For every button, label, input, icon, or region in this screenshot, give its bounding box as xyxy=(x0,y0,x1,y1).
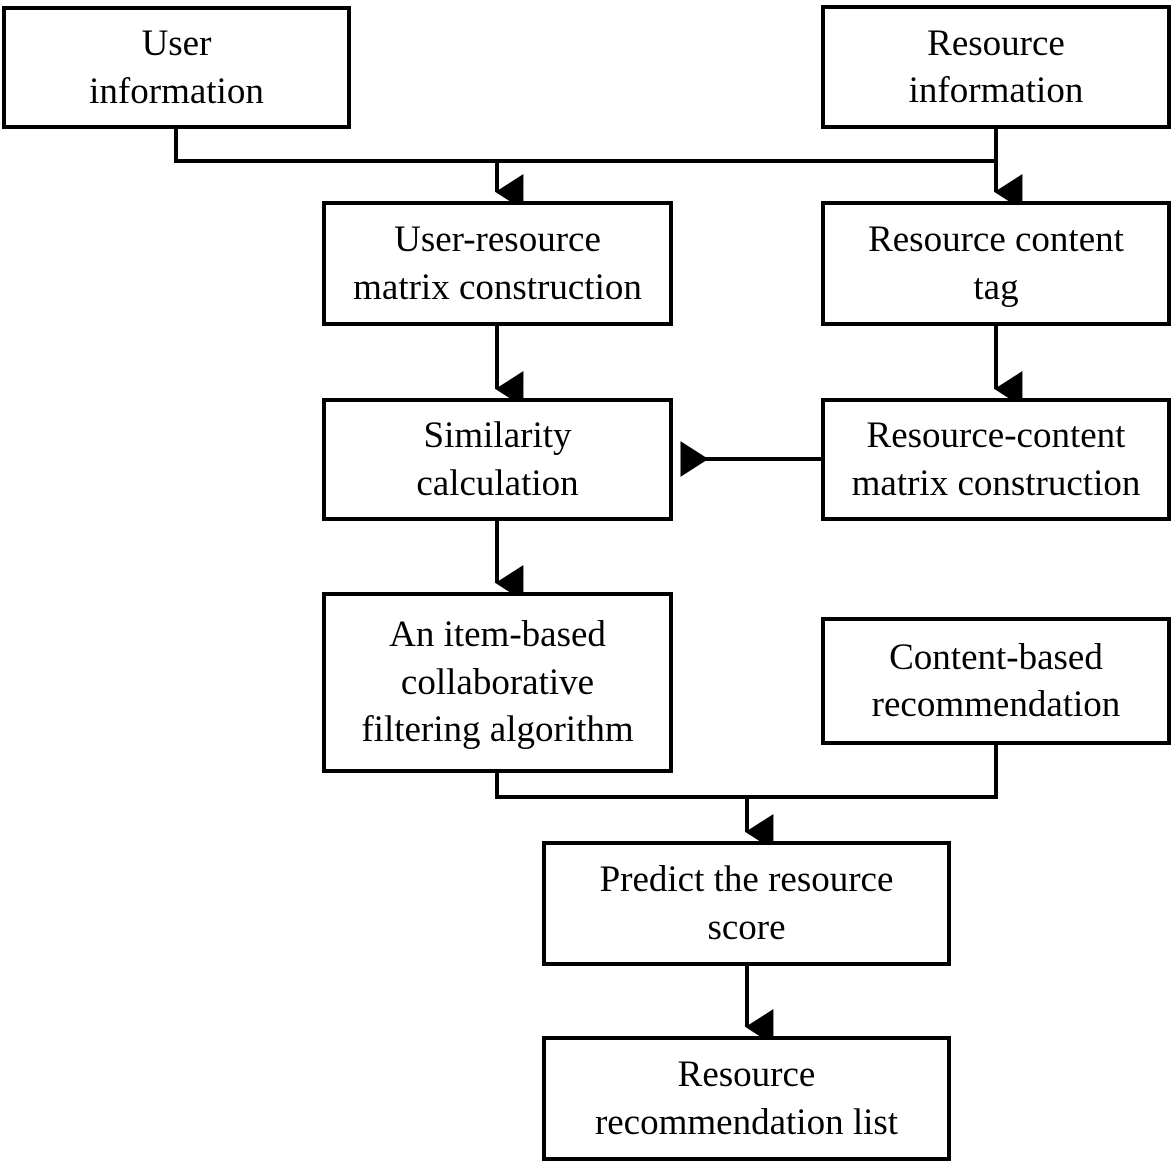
node-item-based-collaborative-filtering-algorithm-label: An item-based collaborative filtering al… xyxy=(361,614,634,751)
node-similarity-calculation-label: Similarity calculation xyxy=(416,415,579,504)
node-user-resource-matrix-construction[interactable]: User-resource matrix construction xyxy=(322,201,673,326)
node-predict-the-resource-score[interactable]: Predict the resource score xyxy=(542,841,951,966)
connector-user-information-elbow xyxy=(174,129,996,163)
node-item-based-collaborative-filtering-algorithm[interactable]: An item-based collaborative filtering al… xyxy=(322,592,673,773)
node-resource-recommendation-list-label: Resource recommendation list xyxy=(594,1054,899,1143)
node-user-information[interactable]: User information xyxy=(2,6,351,129)
node-resource-content-matrix-construction[interactable]: Resource-content matrix construction xyxy=(821,398,1171,521)
node-resource-information-label: Resource information xyxy=(908,22,1084,111)
node-predict-the-resource-score-label: Predict the resource score xyxy=(599,859,894,948)
node-similarity-calculation[interactable]: Similarity calculation xyxy=(322,398,673,521)
node-user-information-label: User information xyxy=(89,23,264,112)
node-user-resource-matrix-construction-label: User-resource matrix construction xyxy=(353,219,642,308)
node-resource-recommendation-list[interactable]: Resource recommendation list xyxy=(542,1036,951,1161)
node-content-based-recommendation-label: Content-based recommendation xyxy=(871,636,1121,725)
node-resource-content-tag[interactable]: Resource content tag xyxy=(821,201,1171,326)
node-resource-information[interactable]: Resource information xyxy=(821,5,1171,129)
node-content-based-recommendation[interactable]: Content-based recommendation xyxy=(821,617,1171,745)
node-resource-content-matrix-construction-label: Resource-content matrix construction xyxy=(851,415,1141,504)
node-resource-content-tag-label: Resource content tag xyxy=(868,219,1124,308)
